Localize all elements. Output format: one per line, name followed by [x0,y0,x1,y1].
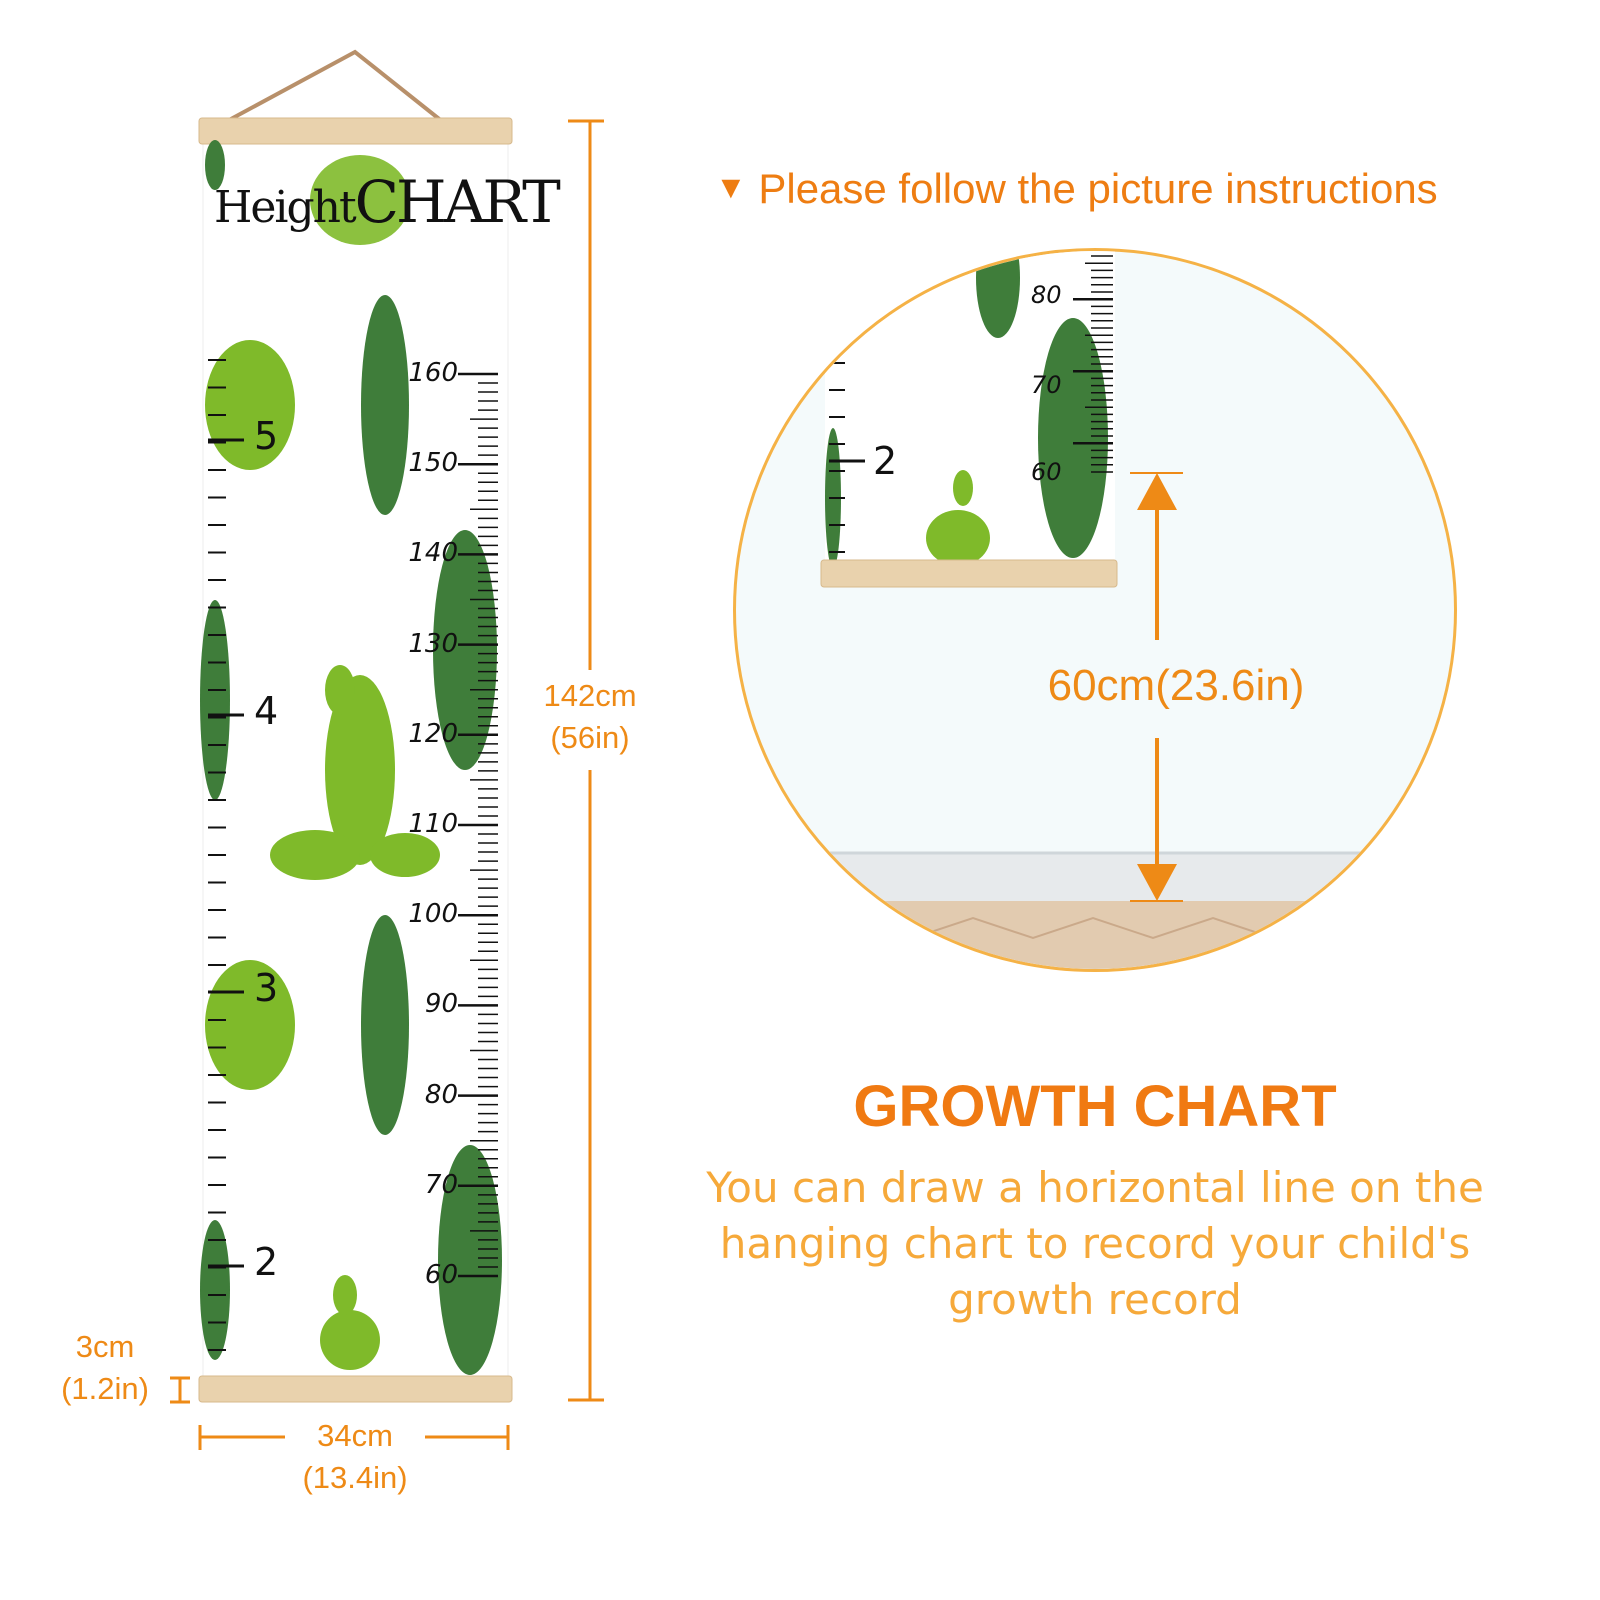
cm-label-110: 110 [408,809,458,839]
chart-title-height: Height [214,182,357,233]
inset-label-60: 60 [1031,458,1062,486]
ft-label-3: 3 [254,966,279,1010]
ft-label-2: 2 [254,1240,279,1284]
cm-label-100: 100 [408,899,458,930]
cm-label-140: 140 [408,538,458,569]
rod-dimension-label: 3cm (1.2in) [40,1326,170,1410]
instruction-text: Please follow the picture instructions [758,165,1438,212]
hanging-height-chart: HeightCHART 160 150 140 130 120 110 100 90 80 70 6… [0,0,561,1420]
cm-label-80: 80 [424,1079,458,1110]
width-dimension-label: 34cm (13.4in) [275,1415,435,1499]
cm-label-120: 120 [408,718,458,749]
mounting-distance-label: 60cm(23.6in) [1047,661,1305,710]
description-line-1: You can draw a horizontal line on the [706,1163,1484,1212]
bottom-wood-rod [198,1375,513,1403]
width-cm: 34cm [317,1418,393,1453]
description-line-3: growth record [948,1275,1242,1324]
chart-title-chart: CHART [354,168,561,236]
rod-in: (1.2in) [61,1371,149,1406]
height-dimension-label: 142cm (56in) [520,675,660,759]
ft-label-4: 4 [254,689,279,733]
cactus-decorations [200,140,502,1375]
ft-ruler-ticks [208,359,244,1351]
inset-ft-label: 2 [873,439,898,483]
cm-label-130: 130 [408,628,458,659]
top-wood-rod [198,117,513,145]
width-in: (13.4in) [302,1460,408,1495]
inset-label-80: 80 [1031,281,1062,309]
ft-label-5: 5 [254,414,279,458]
hanging-rope [217,49,450,128]
chart-title: HeightCHART [214,168,561,258]
inset-circle: 80 70 60 2 60cm(23.6in) [733,248,1457,972]
cm-label-60: 60 [424,1260,458,1290]
down-triangle-icon: ▼ [715,169,747,205]
instruction-header: ▼ Please follow the picture instructions [715,165,1585,213]
description-line-2: hanging chart to record your child's [719,1219,1471,1268]
inset-label-70: 70 [1031,371,1062,399]
chart-artwork [198,49,513,1403]
growth-chart-title: GROWTH CHART [853,1074,1337,1139]
cm-label-150: 150 [408,448,458,479]
cm-label-70: 70 [424,1169,458,1200]
rod-cm: 3cm [75,1329,135,1364]
growth-chart-description: You can draw a horizontal line on the ha… [680,1160,1510,1328]
cm-label-90: 90 [424,989,458,1020]
height-cm: 142cm [543,678,637,713]
cm-label-160: 160 [408,358,458,388]
height-in: (56in) [550,720,630,755]
cm-ruler-ticks [458,372,498,1278]
inset-artwork [736,251,1454,969]
